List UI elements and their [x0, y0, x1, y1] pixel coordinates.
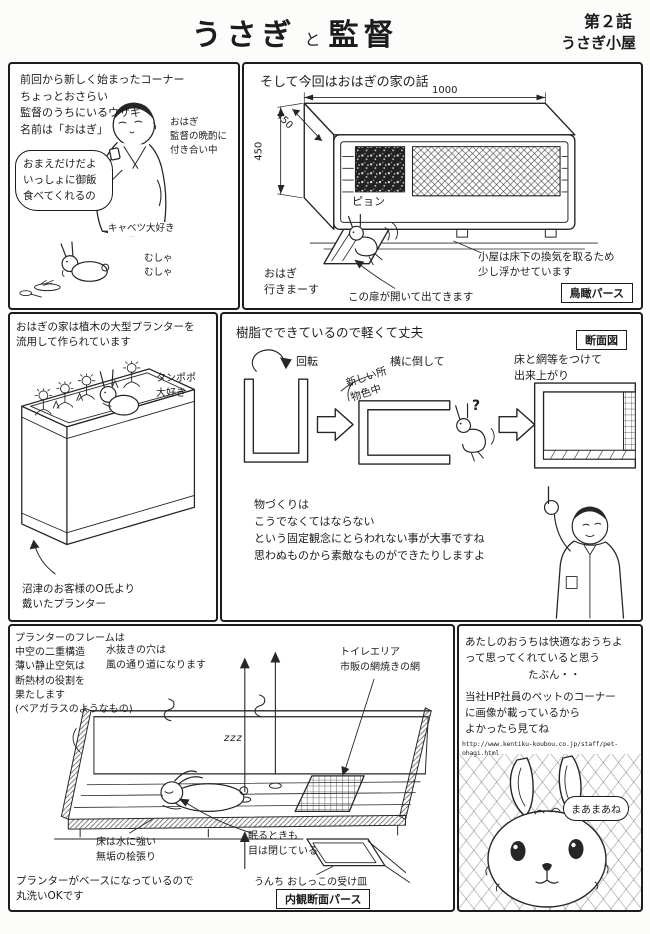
- sfx-jump: ピョン: [352, 195, 385, 208]
- cross-section-steps-drawing: [243, 349, 637, 619]
- hp-promo-text: 当社HP社員のペットのコーナー に画像が載っているから よかったら見てね: [465, 691, 616, 735]
- caption-eyes-open: 眠るときも 目は閉じている: [248, 831, 318, 857]
- panel-hutch-overview: そして今回はおはぎの家の話 1000 450 450 ピョン おはぎ 行きまーす…: [242, 62, 643, 310]
- step-tipover-label: 横に倒して: [390, 355, 445, 368]
- pointer-arrow: [29, 539, 56, 575]
- step-shapes: [243, 349, 637, 469]
- rabbit-jumping: [347, 213, 398, 266]
- droppings-tray: [306, 838, 410, 883]
- mesh-window: [411, 146, 561, 197]
- speech-ohagi-go: おはぎ 行きまーす: [264, 267, 319, 296]
- panel-interior-section: プランターのフレームは 中空の二重構造 薄い静止空気は 断熱材の役割を 果たしま…: [8, 624, 455, 912]
- leader-lines: [72, 678, 375, 875]
- question-mark: ?: [472, 398, 481, 414]
- speech-bubble-ohagi: まあまあね: [563, 796, 629, 821]
- episode-title: うさぎ小屋: [560, 34, 636, 52]
- step-rotate-label: 回転: [296, 355, 318, 368]
- view-label-interior: 内観断面パース: [276, 889, 371, 909]
- caption-cypress-floor: 床は水に強い 無垢の桧張り: [96, 837, 156, 863]
- rabbit-in-planter: [99, 369, 140, 416]
- title-kantoku: 監督: [328, 18, 399, 53]
- hutch-cutaway-box: [54, 694, 432, 840]
- rabbit-sleeping: [160, 770, 249, 812]
- rabbit-face-drawing: [485, 755, 609, 908]
- caption-tray: うんち おしっこの受け皿: [254, 877, 368, 888]
- rabbit-face: [485, 755, 609, 908]
- craftsman-figure: [543, 486, 625, 619]
- planter-drawing: [21, 360, 196, 575]
- ohagi-monologue: あたしのおうちは快適なおうちよ って思ってくれていると思う たぶん・・: [465, 636, 623, 681]
- website-url: http://www.kentiku-koubou.co.jp/staff/pe…: [462, 740, 618, 757]
- sfx-munching: むしゃ むしゃ: [144, 253, 173, 278]
- rabbit-inspecting: [455, 403, 495, 462]
- caption-dandelion: タンポポ 大好き: [156, 373, 196, 399]
- airflow-arrows: [239, 651, 281, 870]
- panel-heading: 樹脂でできているので軽くて丈夫: [236, 325, 424, 340]
- rabbit-portrait-area: まあまあね: [459, 754, 641, 910]
- panel-planter: おはぎの家は植木の大型プランターを 流用して作られています タンポポ 大好き 沼…: [8, 312, 218, 622]
- caption-ventilation: 小屋は床下の換気を取るため 少し浮かせています: [478, 251, 615, 279]
- panel-heading: おはぎの家は植木の大型プランターを 流用して作られています: [16, 321, 195, 349]
- rabbit-eating: [19, 241, 110, 298]
- section-label: 断面図: [576, 330, 627, 350]
- caption-planter-source: 沼津のお客様のO氏より 戴いたプランター: [22, 583, 136, 611]
- intro-text: 前回から新しく始まったコーナー ちょっとおさらい 監督のうちにいるウサギ 名前は…: [20, 73, 185, 136]
- dandelion-flowers: [34, 360, 141, 416]
- title-usagi: うさぎ: [191, 18, 297, 53]
- hutch-box: [303, 102, 598, 265]
- page-title: うさぎと監督: [60, 10, 530, 54]
- title-and: と: [304, 30, 321, 49]
- speech-bubble-director: おまえだけだよ いっしょに御飯 食べてくれるの: [15, 150, 113, 212]
- panel-heading: そして今回はおはぎの家の話: [260, 75, 429, 90]
- sfx-sleeping: zzz: [224, 733, 243, 744]
- panel-intro: 前回から新しく始まったコーナー ちょっとおさらい 監督のうちにいるウサギ 名前は…: [8, 62, 240, 310]
- caption-drinking: おはぎ 監督の晩酌に 付き合い中: [170, 117, 228, 156]
- caption-frame-structure: プランターのフレームは 中空の二重構造 薄い静止空気は 断熱材の役割を 果たしま…: [15, 633, 133, 715]
- toilet-mesh: [294, 775, 365, 813]
- moral-text: 物づくりは こうでなくてはならない という固定観念にとらわれない事が大事ですね …: [254, 498, 485, 563]
- hutch-perspective-drawing: [277, 92, 598, 289]
- interior-cutaway-drawing: [54, 651, 432, 883]
- mesh-cover: [622, 391, 636, 451]
- dimension-lines: [277, 92, 546, 289]
- caption-toilet-area: トイレエリア 市販の網焼きの網: [340, 647, 420, 673]
- caption-door: この扉が開いて出てきます: [348, 291, 474, 303]
- panel-ohagi-message: あたしのおうちは快適なおうちよ って思ってくれていると思う たぶん・・ 当社HP…: [457, 624, 643, 912]
- caption-cabbage: キャベツ大好き: [108, 222, 175, 236]
- dimension-height: 450: [253, 141, 265, 161]
- panel-cross-section: 樹脂でできているので軽くて丈夫 断面図 回転 横に倒して 新しい所 物色中 ? …: [220, 312, 643, 622]
- view-label-birdseye: 鳥瞰パース: [560, 283, 633, 303]
- step-finish-label: 床と網等をつけて 出来上がり: [514, 353, 602, 382]
- entrance-panel: [354, 146, 406, 193]
- caption-washable: プランターがベースになっているので 丸洗いOKです: [16, 875, 194, 903]
- episode-number: 第２話: [583, 12, 632, 31]
- dimension-width: 1000: [432, 85, 458, 96]
- caption-drain-holes: 水抜きの穴は 風の通り道になります: [106, 645, 206, 671]
